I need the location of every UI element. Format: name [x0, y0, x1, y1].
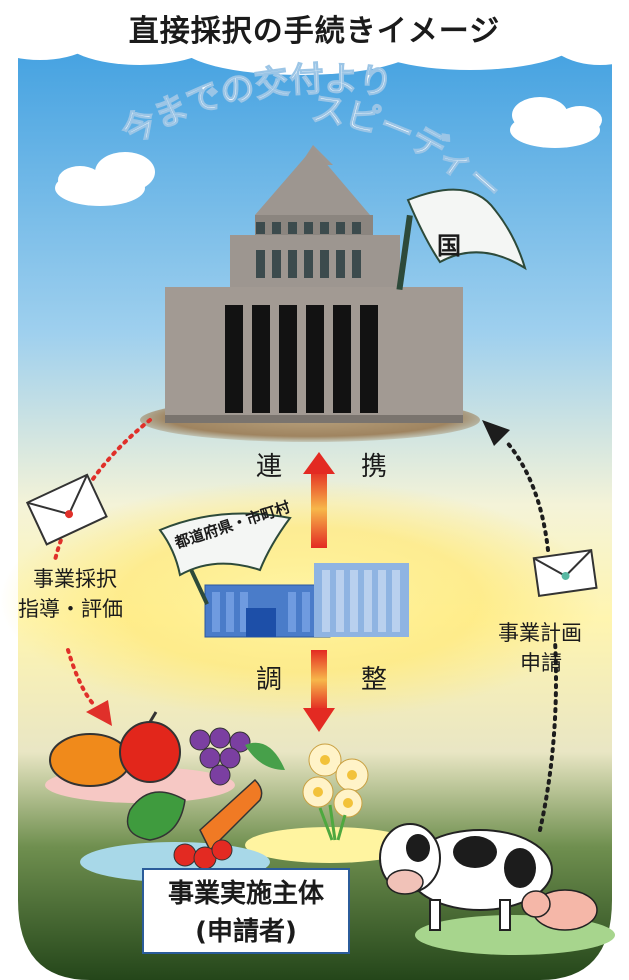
right-flow-dots-top: [503, 438, 550, 552]
applicant-box: 事業実施主体 (申請者): [142, 868, 350, 954]
right-flow-dots-bottom: [538, 638, 558, 832]
right-flow-label-line2: 申請: [520, 651, 562, 675]
adjustment-label-left: 調: [256, 665, 283, 695]
adjustment-arrow: [303, 650, 335, 732]
small-cloud-right: [510, 97, 602, 148]
national-flag-label: 国: [437, 232, 461, 260]
municipal-buildings: [158, 512, 409, 638]
pig-illustration: [521, 889, 598, 931]
applicant-label-line2: (申請者): [195, 916, 297, 947]
envelope-left-icon: [25, 473, 108, 546]
national-flag: [396, 188, 527, 291]
cooperation-label-right: 携: [361, 452, 388, 482]
right-flow-arrowhead: [482, 420, 510, 446]
top-clouds: [0, 0, 629, 75]
diagram-title: 直接採択の手続きイメージ: [128, 14, 501, 49]
left-flow-label-line1: 事業採択: [33, 567, 117, 591]
left-flow-label-line2: 指導・評価: [18, 597, 123, 621]
cooperation-arrow: [303, 452, 335, 548]
right-flow-label-line1: 事業計画: [498, 621, 582, 645]
diet-building: [165, 145, 463, 423]
small-cloud-left: [55, 152, 155, 206]
flower-illustration: [302, 743, 369, 841]
envelope-right-icon: [532, 549, 598, 597]
left-flow-dots-bottom: [66, 648, 97, 708]
produce-illustration: [49, 711, 285, 870]
applicant-label-line1: 事業実施主体: [167, 879, 324, 909]
cow-illustration: [379, 823, 553, 931]
left-flow-arrowhead: [86, 700, 112, 726]
adjustment-label-right: 整: [361, 665, 388, 695]
cooperation-label-left: 連: [256, 452, 283, 482]
flower-mat: [245, 827, 415, 863]
